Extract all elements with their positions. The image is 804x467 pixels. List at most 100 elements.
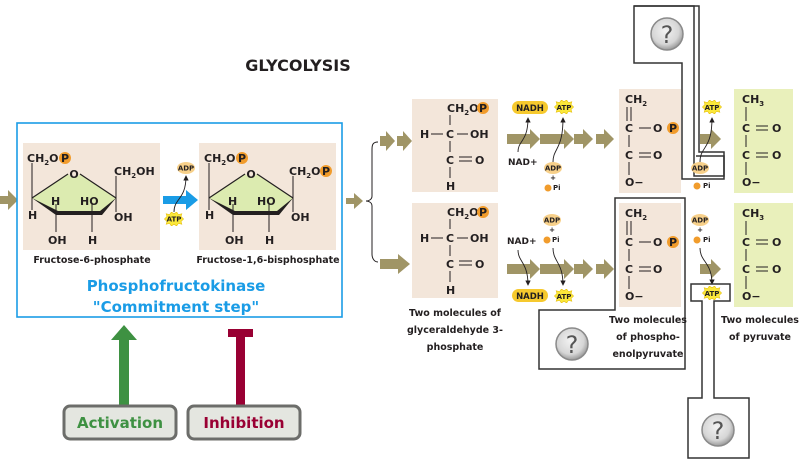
bottom-nadh: NAD+ NADH (507, 237, 548, 302)
activation-arrow (111, 325, 137, 409)
svg-text:ADP: ADP (544, 217, 560, 225)
svg-text:C: C (446, 128, 454, 141)
svg-text:ATP: ATP (705, 104, 720, 112)
svg-text:P: P (479, 206, 487, 219)
svg-text:O: O (69, 168, 78, 181)
svg-text:C: C (625, 263, 633, 276)
top-nadh: NADH NAD+ (508, 101, 548, 168)
svg-text:O: O (475, 154, 484, 167)
inhibition-bar (228, 329, 253, 409)
svg-text:Pi: Pi (703, 182, 711, 190)
inhibition-button[interactable]: Inhibition (186, 404, 302, 441)
svg-text:CH2O: CH2O (204, 152, 236, 167)
svg-text:P: P (669, 122, 677, 135)
question-button-top[interactable]: ? (650, 17, 684, 51)
svg-text:H: H (265, 234, 274, 247)
svg-text:C: C (625, 149, 633, 162)
svg-text:NADH: NADH (516, 104, 544, 114)
svg-text:?: ? (661, 21, 674, 49)
svg-text:CH2O: CH2O (447, 206, 479, 221)
svg-text:+: + (549, 226, 555, 234)
svg-text:NADH: NADH (516, 292, 544, 302)
arrow-to-g3p-bottom (380, 254, 410, 274)
svg-text:H: H (28, 209, 37, 222)
svg-text:H: H (420, 232, 429, 245)
svg-text:H: H (446, 284, 455, 297)
fructose-6-phosphate: CH2O P O CH2OH H OH H HO OH H (23, 143, 160, 250)
svg-text:CH3: CH3 (742, 207, 764, 222)
svg-text:O: O (246, 168, 255, 181)
svg-text:ATP: ATP (705, 290, 720, 298)
pyruvate-bottom: CH3 C O C O O− (734, 203, 793, 307)
svg-text:C: C (742, 236, 750, 249)
question-button-left[interactable]: ? (555, 327, 589, 361)
svg-text:O: O (772, 263, 781, 276)
top-final-atp: ATP ADP Pi (691, 100, 722, 190)
svg-text:H: H (228, 195, 237, 208)
svg-text:P: P (322, 165, 330, 178)
g3p-caption-2: glyceraldehyde 3- (407, 325, 503, 336)
pep-top: CH2 C O P C O O− (619, 89, 681, 193)
svg-text:C: C (742, 122, 750, 135)
svg-text:OH: OH (225, 234, 244, 247)
svg-text:P: P (61, 152, 69, 165)
svg-text:H: H (51, 195, 60, 208)
svg-text:O−: O− (625, 290, 644, 303)
pep-caption-2: of phospho- (616, 332, 680, 343)
svg-text:NAD+: NAD+ (508, 158, 538, 168)
svg-text:Activation: Activation (77, 414, 163, 432)
top-final-arrow (700, 129, 721, 149)
svg-text:O: O (772, 236, 781, 249)
svg-text:ATP: ATP (557, 104, 572, 112)
svg-text:Pi: Pi (552, 236, 560, 244)
activation-button[interactable]: Activation (62, 404, 178, 441)
pyruvate-caption-2: of pyruvate (729, 332, 791, 343)
svg-text:P: P (238, 152, 246, 165)
diagram-title: GLYCOLYSIS (245, 56, 350, 75)
bottom-final-atp: ADP + Pi (691, 214, 715, 285)
svg-text:CH3: CH3 (742, 93, 764, 108)
svg-text:ADP: ADP (692, 165, 708, 173)
svg-text:C: C (446, 258, 454, 271)
g3p-bottom: CH2O P H C OH C O H (412, 203, 498, 298)
svg-text:OH: OH (114, 211, 133, 224)
split-brace (365, 141, 379, 263)
svg-text:ATP: ATP (167, 216, 182, 224)
svg-text:P: P (669, 236, 677, 249)
question-button-bottom[interactable]: ? (701, 413, 735, 447)
svg-text:C: C (742, 263, 750, 276)
f16bp-label: Fructose-1,6-bisphosphate (196, 255, 339, 266)
pep-caption-1: Two molecules (609, 315, 687, 326)
svg-text:OH: OH (470, 232, 489, 245)
atp-consumed: ADP ATP (164, 162, 195, 226)
bottom-pathway-arrows (507, 259, 614, 279)
svg-text:O: O (653, 149, 662, 162)
g3p-caption-1: Two molecules of (409, 308, 502, 319)
pep-caption-3: enolpyruvate (612, 349, 683, 360)
svg-text:H: H (420, 128, 429, 141)
svg-text:CH2: CH2 (625, 207, 647, 222)
svg-text:O: O (653, 263, 662, 276)
svg-text:O: O (772, 122, 781, 135)
svg-text:?: ? (566, 331, 579, 359)
svg-text:O: O (653, 122, 662, 135)
arrow-to-g3p-top (380, 131, 395, 151)
svg-text:P: P (479, 102, 487, 115)
svg-text:C: C (446, 232, 454, 245)
fructose-1-6-bisphosphate: CH2O P O CH2O P H OH H HO OH H (199, 143, 336, 250)
svg-text:NAD+: NAD+ (507, 237, 537, 247)
bottom-atp-from-adp: ADP + Pi ATP (543, 214, 574, 303)
svg-text:O−: O− (742, 290, 761, 303)
split-arrow (346, 193, 363, 209)
enzyme-reaction-arrow (163, 190, 198, 210)
svg-text:ADP: ADP (178, 165, 194, 173)
svg-text:C: C (625, 236, 633, 249)
svg-text:C: C (742, 149, 750, 162)
svg-text:H: H (446, 180, 455, 193)
svg-text:CH2O: CH2O (289, 165, 321, 180)
svg-text:HO: HO (257, 195, 276, 208)
svg-text:CH2O: CH2O (447, 102, 479, 117)
f6p-label: Fructose-6-phosphate (33, 255, 150, 266)
svg-text:Pi: Pi (703, 236, 711, 244)
